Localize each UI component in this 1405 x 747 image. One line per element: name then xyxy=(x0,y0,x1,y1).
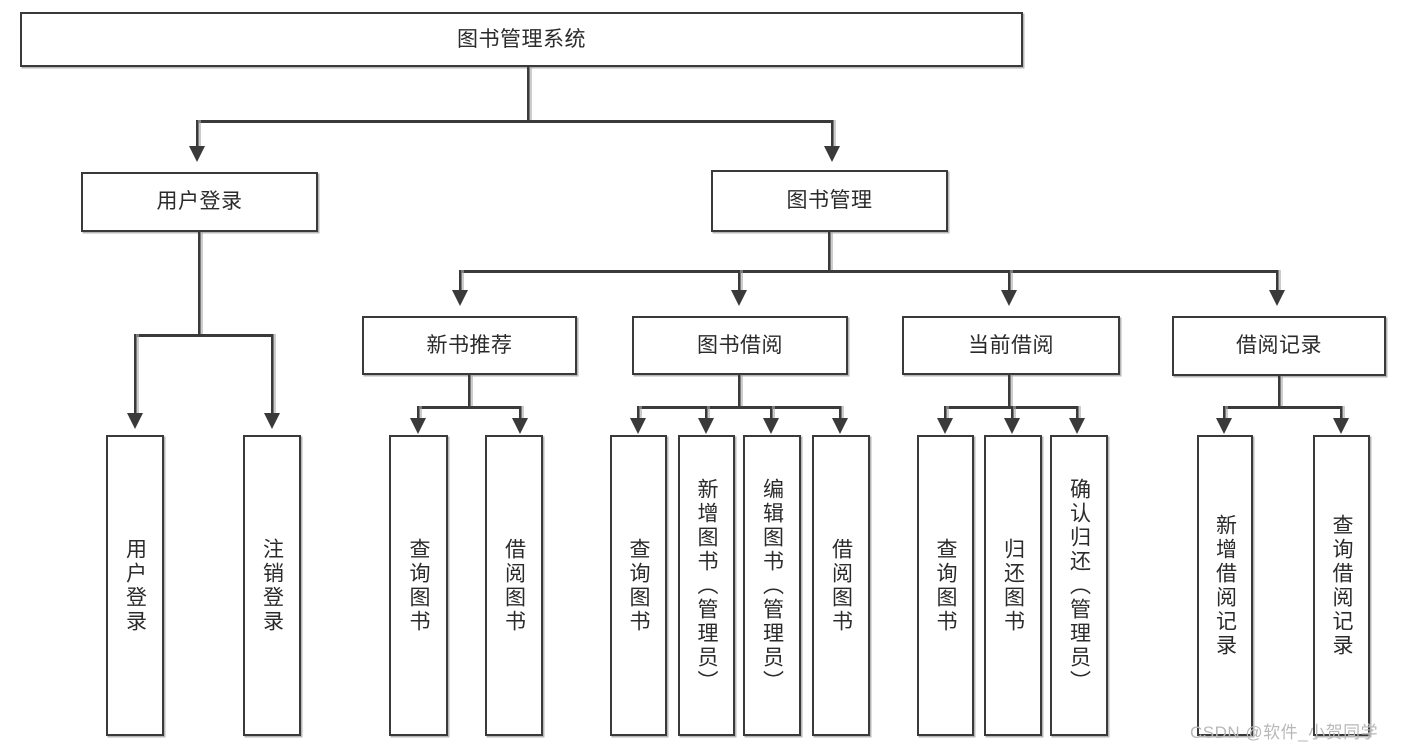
connector-bb-drop-3 xyxy=(770,406,775,420)
node-label: 新增图书（管理员） xyxy=(695,477,718,694)
arrowhead-leaf-borrow-book-1 xyxy=(512,418,528,434)
node-label: 借阅图书 xyxy=(502,537,526,634)
node-label: 图书管理系统 xyxy=(457,27,586,51)
connector-bb-bar xyxy=(637,406,842,409)
connector-user-login-drop-2 xyxy=(271,334,276,415)
node-label: 查询借阅记录 xyxy=(1330,513,1353,658)
leaf-edit-book[interactable]: 编辑图书（管理员） xyxy=(743,435,801,736)
arrowhead-current-borrow xyxy=(1001,290,1017,306)
leaf-user-login[interactable]: 用户登录 xyxy=(106,435,164,736)
connector-bb-drop-1 xyxy=(637,406,642,420)
leaf-add-book[interactable]: 新增图书（管理员） xyxy=(678,435,735,736)
node-label: 借阅记录 xyxy=(1236,334,1322,358)
connector-br-bar xyxy=(1223,406,1343,409)
connector-user-login-bar xyxy=(134,334,274,337)
connector-bb-drop-4 xyxy=(839,406,844,420)
node-root-book-management-system[interactable]: 图书管理系统 xyxy=(20,12,1023,67)
node-label: 图书管理 xyxy=(786,189,873,213)
connector-cb-stem xyxy=(1008,375,1013,408)
arrowhead-leaf-add-book xyxy=(698,418,714,434)
node-label: 编辑图书（管理员） xyxy=(760,477,784,694)
connector-book-management-stem xyxy=(828,232,833,272)
leaf-query-record[interactable]: 查询借阅记录 xyxy=(1313,435,1370,736)
connector-cb-drop-2 xyxy=(1011,406,1016,420)
node-label: 确认归还（管理员） xyxy=(1067,477,1091,694)
connector-root-stem xyxy=(527,67,532,120)
node-borrow-record[interactable]: 借阅记录 xyxy=(1172,316,1386,376)
arrowhead-leaf-query-book-3 xyxy=(937,418,953,434)
node-label: 新书推荐 xyxy=(426,333,513,357)
connector-nbr-stem xyxy=(468,375,473,408)
connector-bm-drop-1 xyxy=(459,270,464,292)
node-label: 查询图书 xyxy=(934,537,957,634)
arrowhead-leaf-user-login xyxy=(127,413,143,429)
watermark-text: CSDN @软件_小贺同学 xyxy=(1190,723,1379,742)
arrowhead-to-book-management xyxy=(824,146,840,162)
leaf-return-book[interactable]: 归还图书 xyxy=(984,435,1042,736)
arrowhead-leaf-confirm-return xyxy=(1069,418,1085,434)
connector-cb-drop-1 xyxy=(944,406,949,420)
leaf-borrow-book-2[interactable]: 借阅图书 xyxy=(812,435,870,736)
arrowhead-borrow-record xyxy=(1269,290,1285,306)
arrowhead-leaf-add-record xyxy=(1216,418,1232,434)
connector-nbr-bar xyxy=(417,406,522,409)
node-user-login[interactable]: 用户登录 xyxy=(81,172,318,232)
arrowhead-leaf-return-book xyxy=(1004,418,1020,434)
arrowhead-leaf-query-book-2 xyxy=(630,418,646,434)
node-label: 新增借阅记录 xyxy=(1213,513,1237,658)
connector-user-login-drop-1 xyxy=(134,334,139,415)
leaf-query-book-2[interactable]: 查询图书 xyxy=(610,435,667,736)
connector-br-stem xyxy=(1278,376,1283,408)
node-current-borrow[interactable]: 当前借阅 xyxy=(902,316,1120,375)
node-new-book-recommend[interactable]: 新书推荐 xyxy=(362,316,577,375)
node-label: 归还图书 xyxy=(1001,537,1025,634)
connector-bm-drop-4 xyxy=(1276,270,1281,292)
connector-user-login-stem xyxy=(198,232,203,335)
arrowhead-leaf-borrow-book-2 xyxy=(832,418,848,434)
connector-book-management-bar xyxy=(459,270,1279,273)
connector-br-drop-2 xyxy=(1340,406,1345,420)
connector-br-drop-1 xyxy=(1223,406,1228,420)
leaf-borrow-book-1[interactable]: 借阅图书 xyxy=(485,435,543,736)
connector-bb-stem xyxy=(738,375,743,408)
connector-bb-drop-2 xyxy=(705,406,710,420)
arrowhead-to-user-login xyxy=(189,146,205,162)
arrowhead-book-borrow xyxy=(731,290,747,306)
arrowhead-leaf-query-book-1 xyxy=(410,418,426,434)
node-label: 查询图书 xyxy=(407,537,430,634)
leaf-add-record[interactable]: 新增借阅记录 xyxy=(1197,435,1253,736)
node-label: 用户登录 xyxy=(123,537,147,634)
connector-root-to-book-management xyxy=(831,120,836,148)
arrowhead-leaf-query-record xyxy=(1333,418,1349,434)
leaf-query-book-1[interactable]: 查询图书 xyxy=(389,435,448,736)
connector-root-to-user-login xyxy=(196,120,201,148)
leaf-query-book-3[interactable]: 查询图书 xyxy=(917,435,974,736)
leaf-logout[interactable]: 注销登录 xyxy=(243,435,301,736)
leaf-confirm-return[interactable]: 确认归还（管理员） xyxy=(1050,435,1108,736)
node-label: 用户登录 xyxy=(156,190,243,214)
connector-nbr-drop-1 xyxy=(417,406,422,420)
connector-root-bar xyxy=(196,120,834,123)
connector-nbr-drop-2 xyxy=(519,406,524,420)
arrowhead-new-book-recommend xyxy=(452,290,468,306)
connector-cb-drop-3 xyxy=(1076,406,1081,420)
arrowhead-leaf-edit-book xyxy=(763,418,779,434)
node-label: 注销登录 xyxy=(260,537,284,634)
node-label: 查询图书 xyxy=(627,537,650,634)
node-book-borrow[interactable]: 图书借阅 xyxy=(632,316,848,375)
node-label: 图书借阅 xyxy=(697,333,783,357)
arrowhead-leaf-logout xyxy=(264,413,280,429)
node-label: 当前借阅 xyxy=(968,333,1054,357)
node-label: 借阅图书 xyxy=(829,537,853,634)
node-book-management[interactable]: 图书管理 xyxy=(711,170,948,232)
connector-bm-drop-2 xyxy=(738,270,743,292)
connector-bm-drop-3 xyxy=(1008,270,1013,292)
